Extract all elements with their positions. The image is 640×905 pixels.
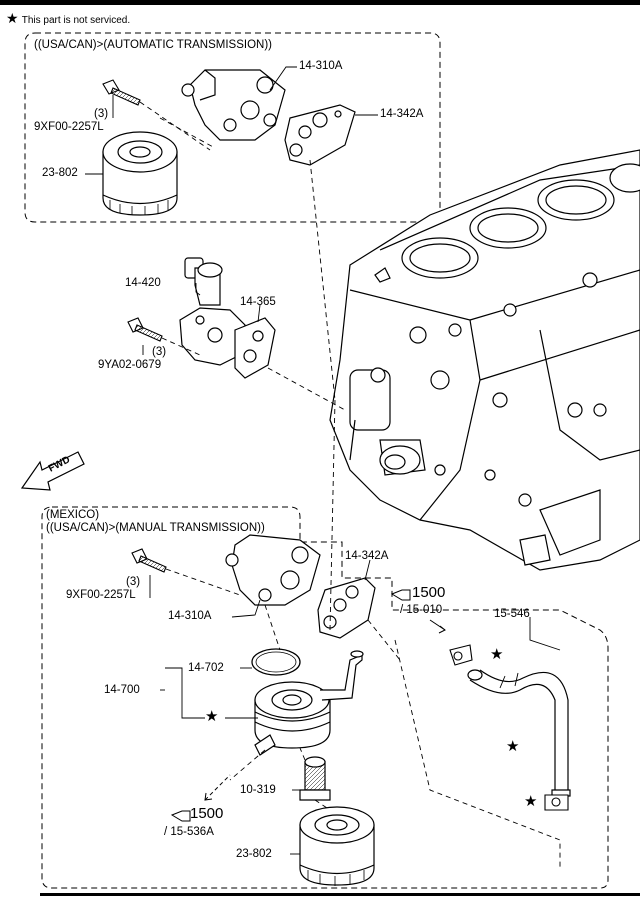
ref-1500-b: 1500 [190, 805, 224, 822]
label-9XF00-bottom: 9XF00-2257L [66, 589, 136, 601]
label-10-319: 10-319 [240, 784, 276, 796]
ref-1500-a: 1500 [412, 584, 446, 601]
label-9YA02: 9YA02-0679 [98, 359, 162, 371]
star-icon-clip-top: ★ [490, 646, 504, 663]
leader-lines-bottom [165, 399, 561, 870]
gasket-bottom [317, 577, 376, 639]
auto-trans-box [24, 32, 441, 223]
manual-trans-box [41, 506, 609, 889]
union-bolt [299, 756, 331, 801]
arrow-to-clip-head [438, 625, 446, 634]
label-qty-top: (3) [94, 108, 109, 120]
label-14-342A-bottom: 14-342A [345, 550, 389, 562]
bottom-border [40, 893, 640, 896]
bracket-top [181, 69, 286, 141]
fwd-arrow [20, 451, 85, 491]
bracket-bottom [225, 534, 321, 606]
star-icon-clip-bottom: ★ [524, 793, 538, 810]
label-qty-mid: (3) [152, 346, 167, 358]
bolt-top [102, 79, 141, 106]
label-15-546: 15-546 [494, 608, 530, 620]
label-14-702: 14-702 [188, 662, 224, 674]
gasket-mid [234, 317, 276, 379]
section-title-auto: ((USA/CAN)>(AUTOMATIC TRANSMISSION)) [34, 39, 272, 51]
label-14-342A-top: 14-342A [380, 108, 424, 120]
star-icon-hose: ★ [506, 738, 520, 755]
label-23-802-bottom: 23-802 [236, 848, 272, 860]
engine-block [329, 149, 640, 571]
gasket-top [284, 104, 356, 166]
arrow-to-cooler [204, 774, 231, 801]
label-leaders [85, 66, 561, 855]
star-icon-cooler: ★ [205, 708, 219, 725]
top-border [0, 0, 640, 5]
o-ring-inner [255, 651, 297, 673]
ref-15-536A: / 15-536A [164, 826, 214, 838]
oil-cooler [254, 650, 364, 756]
hose [467, 669, 571, 797]
oil-filter-top [102, 131, 178, 216]
label-14-700: 14-700 [104, 684, 140, 696]
section-title-manual-line2: ((USA/CAN)>(MANUAL TRANSMISSION)) [46, 522, 265, 534]
ref-15-010: / 15-010 [400, 604, 443, 616]
section-title-manual-line1: (MEXICO) [46, 509, 100, 521]
leader-lines-top [139, 101, 336, 401]
label-9XF00-top: 9XF00-2257L [34, 121, 104, 133]
hose-clip-top [449, 644, 473, 666]
label-14-310A-bottom: 14-310A [168, 610, 212, 622]
bolt-bottom [131, 548, 167, 573]
arrow-to-cooler-head [204, 792, 213, 801]
label-14-365: 14-365 [240, 296, 276, 308]
header-note-text: This part is not serviced. [21, 15, 131, 26]
bolt-mid [127, 317, 163, 342]
leader-lines-mid [161, 337, 346, 411]
header-note: ★ This part is not serviced. [6, 10, 131, 27]
ref-arrow-a-icon [390, 589, 411, 601]
label-qty-bottom: (3) [126, 576, 141, 588]
star-icon: ★ [6, 10, 19, 26]
oil-filter-bottom [299, 806, 375, 886]
label-14-310A-top: 14-310A [299, 60, 343, 72]
hose-clip-bottom [544, 794, 569, 811]
ref-arrow-b-icon [170, 810, 191, 822]
label-23-802-top: 23-802 [42, 167, 78, 179]
label-14-420: 14-420 [125, 277, 161, 289]
o-ring [251, 648, 301, 676]
